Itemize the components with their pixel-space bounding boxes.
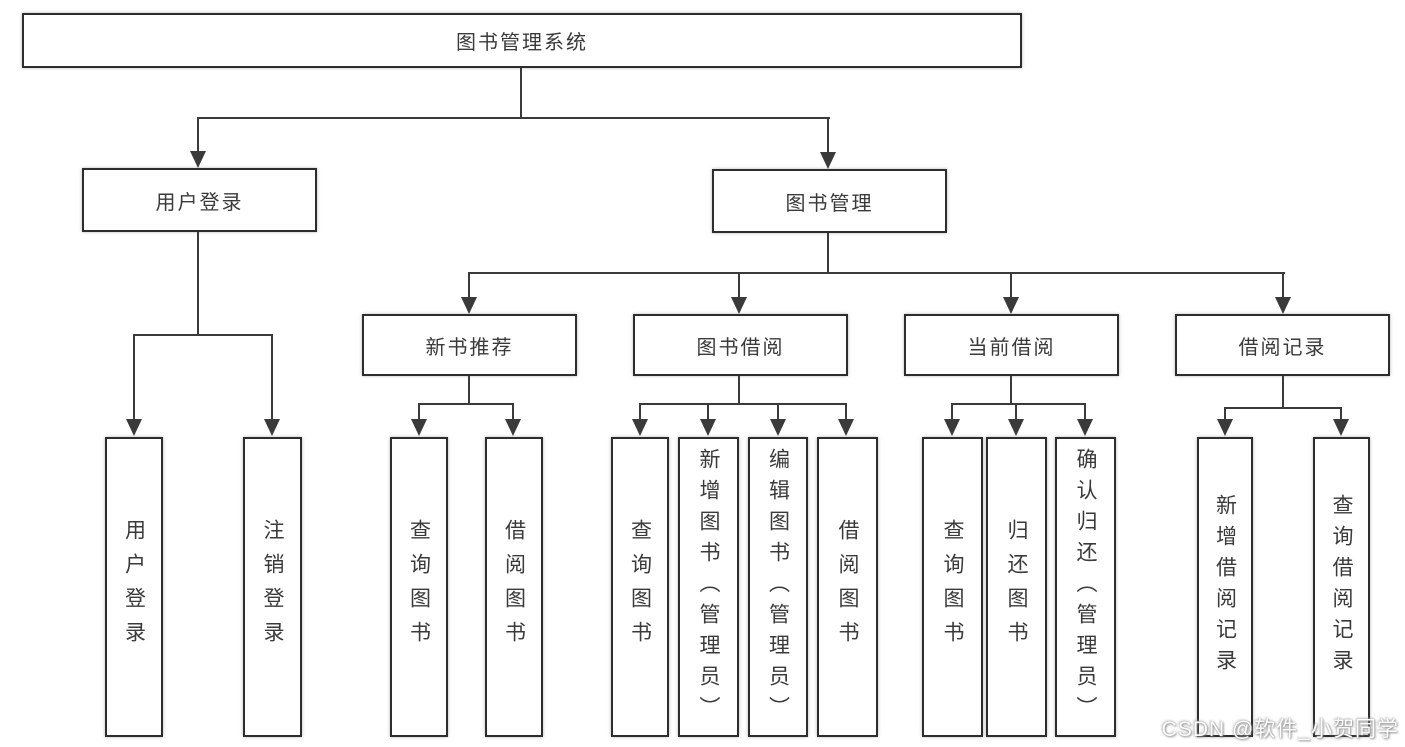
arrowhead-down-icon xyxy=(731,297,747,314)
connector-line xyxy=(1224,407,1226,420)
node-new-book-recommend: 新书推荐 xyxy=(362,314,577,376)
connector-line xyxy=(1010,376,1012,404)
node-user-login: 用户登录 xyxy=(82,168,317,232)
node-leaf-return-book: 归还图书 xyxy=(986,437,1047,737)
arrowhead-down-icon xyxy=(1077,419,1093,436)
arrowhead-down-icon xyxy=(126,419,142,436)
connector-line xyxy=(845,403,847,420)
connector-line xyxy=(418,403,420,420)
arrowhead-down-icon xyxy=(264,419,280,436)
node-label: 归还图书 xyxy=(1005,519,1028,655)
connector-line xyxy=(1282,376,1284,408)
arrowhead-down-icon xyxy=(461,297,477,314)
arrowhead-down-icon xyxy=(505,419,521,436)
arrowhead-down-icon xyxy=(1008,419,1024,436)
connector-line xyxy=(1282,272,1284,298)
node-book-borrow: 图书借阅 xyxy=(633,314,848,376)
connector-line xyxy=(951,403,953,420)
node-label: 确认归还（管理员） xyxy=(1074,447,1097,727)
connector-line xyxy=(468,272,1285,274)
node-leaf-borrow-book-2: 借阅图书 xyxy=(817,437,878,737)
connector-line xyxy=(512,403,514,420)
node-leaf-edit-book-admin: 编辑图书（管理员） xyxy=(748,437,808,737)
connector-line xyxy=(133,334,135,420)
node-label: 查询图书 xyxy=(941,519,964,655)
arrowhead-down-icon xyxy=(944,419,960,436)
arrowhead-down-icon xyxy=(1275,297,1291,314)
node-leaf-user-login: 用户登录 xyxy=(105,437,163,737)
node-label: 新增图书（管理员） xyxy=(697,447,720,727)
connector-line xyxy=(197,117,830,119)
arrowhead-down-icon xyxy=(770,419,786,436)
node-leaf-borrow-book-1: 借阅图书 xyxy=(485,437,543,737)
arrowhead-down-icon xyxy=(838,419,854,436)
node-label: 编辑图书（管理员） xyxy=(766,447,790,727)
node-label: 借阅图书 xyxy=(502,519,526,655)
connector-line xyxy=(197,232,199,335)
connector-line xyxy=(951,403,1086,405)
connector-line xyxy=(827,117,829,153)
connector-line xyxy=(418,403,514,405)
arrowhead-down-icon xyxy=(700,419,716,436)
node-leaf-add-book-admin: 新增图书（管理员） xyxy=(678,437,739,737)
connector-line xyxy=(777,403,779,420)
connector-line xyxy=(738,376,740,404)
node-leaf-query-borrow-record: 查询借阅记录 xyxy=(1313,437,1370,737)
connector-line xyxy=(1340,407,1342,420)
connector-line xyxy=(738,272,740,298)
node-book-management: 图书管理 xyxy=(712,169,947,233)
node-label: 查询图书 xyxy=(628,519,652,655)
connector-line xyxy=(468,376,470,404)
connector-line xyxy=(1010,272,1012,298)
csdn-watermark: CSDN @软件_小贺同学 xyxy=(1161,718,1399,741)
node-label: 新增借阅记录 xyxy=(1213,494,1237,680)
node-leaf-logout: 注销登录 xyxy=(243,437,302,737)
node-current-borrow: 当前借阅 xyxy=(904,314,1119,376)
node-leaf-confirm-return-admin: 确认归还（管理员） xyxy=(1055,437,1116,737)
connector-line xyxy=(197,117,199,152)
connector-line xyxy=(1084,403,1086,420)
arrowhead-down-icon xyxy=(1217,419,1233,436)
arrowhead-down-icon xyxy=(1003,297,1019,314)
connector-line xyxy=(520,68,522,118)
connector-line xyxy=(1015,403,1017,420)
connector-line xyxy=(271,334,273,420)
node-label: 借阅图书 xyxy=(836,519,859,655)
node-leaf-query-book-1: 查询图书 xyxy=(390,437,448,737)
connector-line xyxy=(639,403,847,405)
node-label: 查询借阅记录 xyxy=(1330,494,1353,680)
arrowhead-down-icon xyxy=(411,419,427,436)
arrowhead-down-icon xyxy=(632,419,648,436)
arrowhead-down-icon xyxy=(190,151,206,168)
node-leaf-add-borrow-record: 新增借阅记录 xyxy=(1197,437,1253,737)
arrowhead-down-icon xyxy=(1333,419,1349,436)
node-leaf-query-book-3: 查询图书 xyxy=(922,437,983,737)
node-borrow-records: 借阅记录 xyxy=(1175,314,1390,376)
connector-line xyxy=(468,272,470,298)
arrowhead-down-icon xyxy=(820,152,836,169)
node-label: 用户登录 xyxy=(122,519,146,655)
node-leaf-query-book-2: 查询图书 xyxy=(611,437,669,737)
node-label: 注销登录 xyxy=(261,519,284,655)
connector-line xyxy=(827,233,829,273)
connector-line xyxy=(639,403,641,420)
connector-line xyxy=(133,334,273,336)
node-library-system: 图书管理系统 xyxy=(22,13,1022,68)
connector-line xyxy=(1224,407,1342,409)
node-label: 查询图书 xyxy=(407,519,431,655)
connector-line xyxy=(707,403,709,420)
